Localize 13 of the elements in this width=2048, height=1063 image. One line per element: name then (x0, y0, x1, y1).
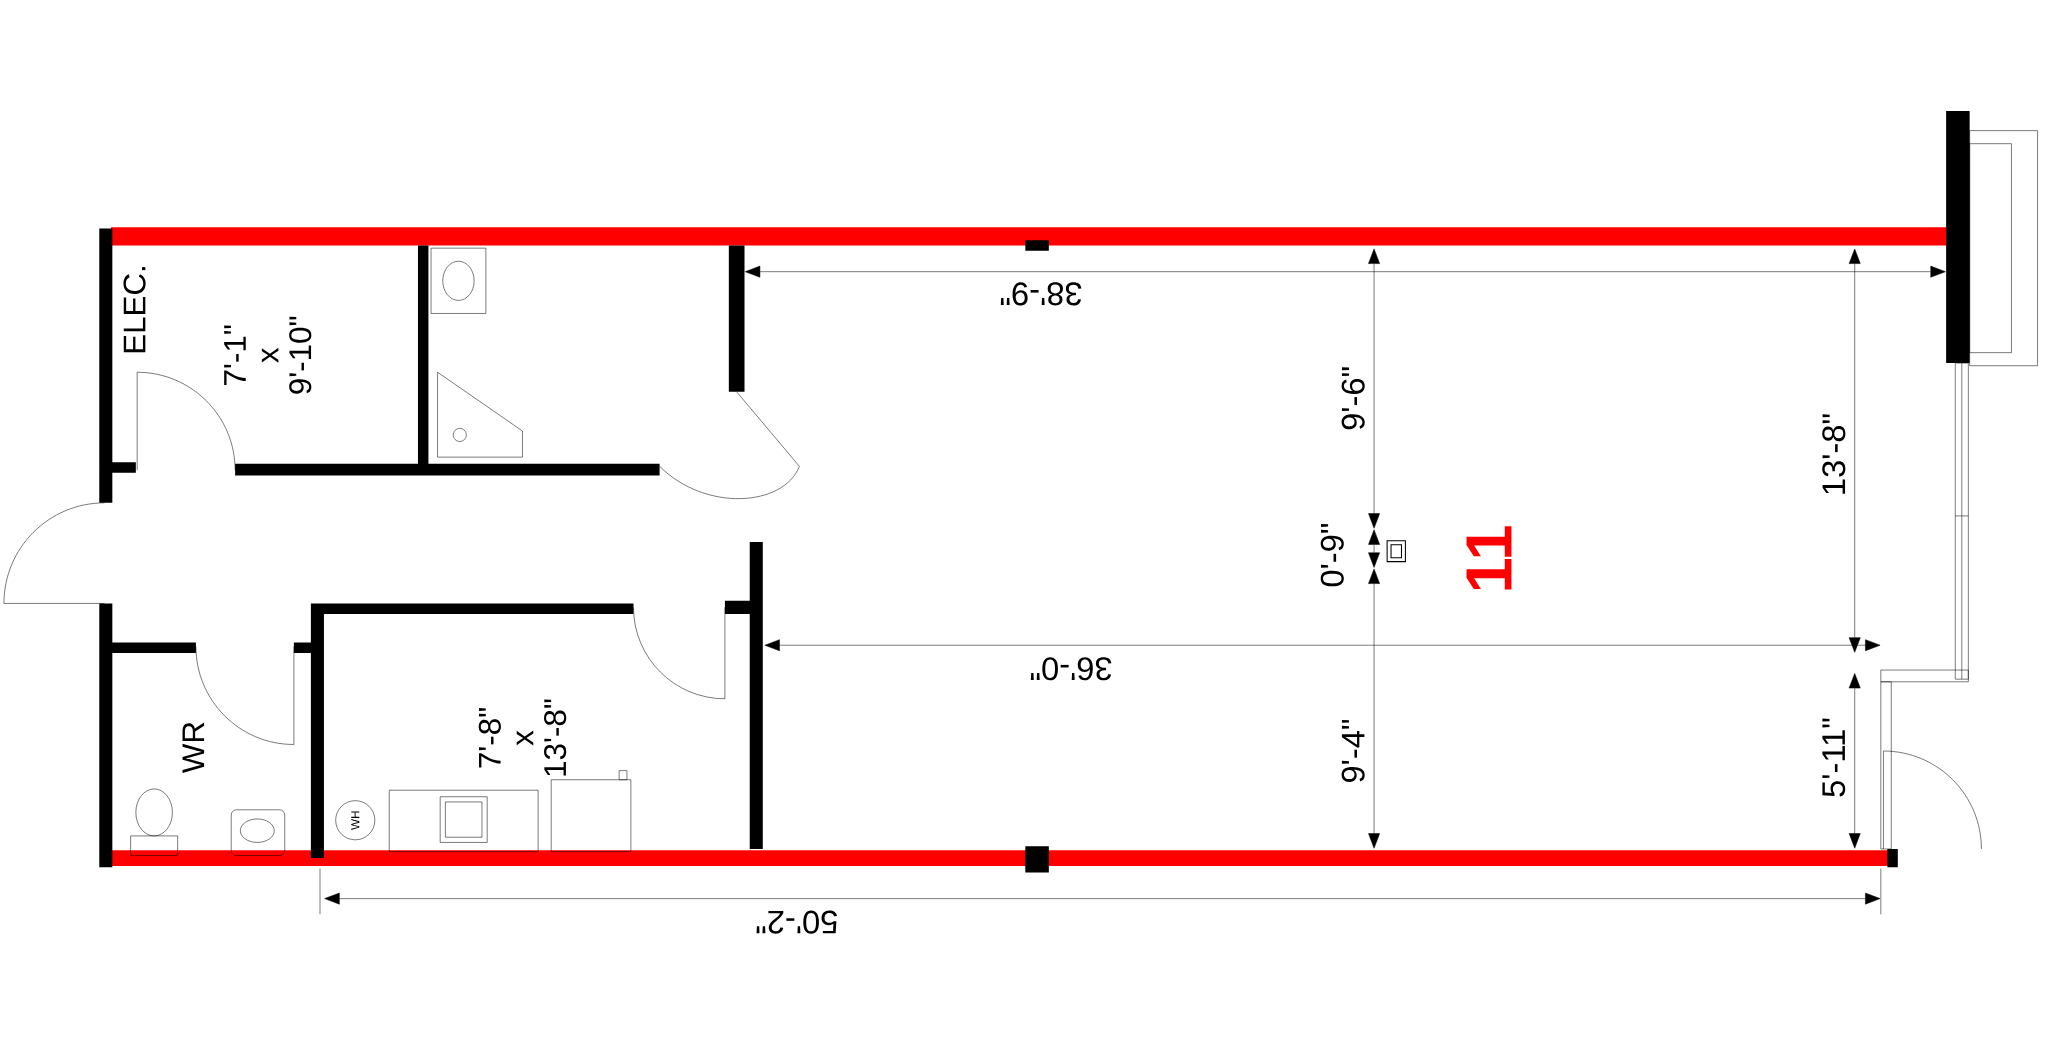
room-size-label: 7'-8" x 13'-8" (478, 699, 567, 776)
room-size-label: 7'-1" x 9'-10" (224, 316, 312, 394)
room-label: WR (182, 722, 205, 773)
dimension-label: 9'-4" (1341, 719, 1365, 782)
dimension-label: 5'-11" (1822, 718, 1846, 797)
unit-number: 11 (1466, 526, 1512, 590)
room-label: ELEC. (123, 267, 146, 353)
dimension-label: 9'-6" (1341, 367, 1365, 430)
dimension-label: 50'-2" (756, 910, 838, 934)
dimension-label: 38'-9" (1000, 282, 1082, 306)
dimension-label: 13'-8" (1822, 414, 1846, 494)
dimension-label: 0'-9" (1320, 523, 1344, 587)
dimension-label: 36'-0" (1030, 657, 1112, 681)
